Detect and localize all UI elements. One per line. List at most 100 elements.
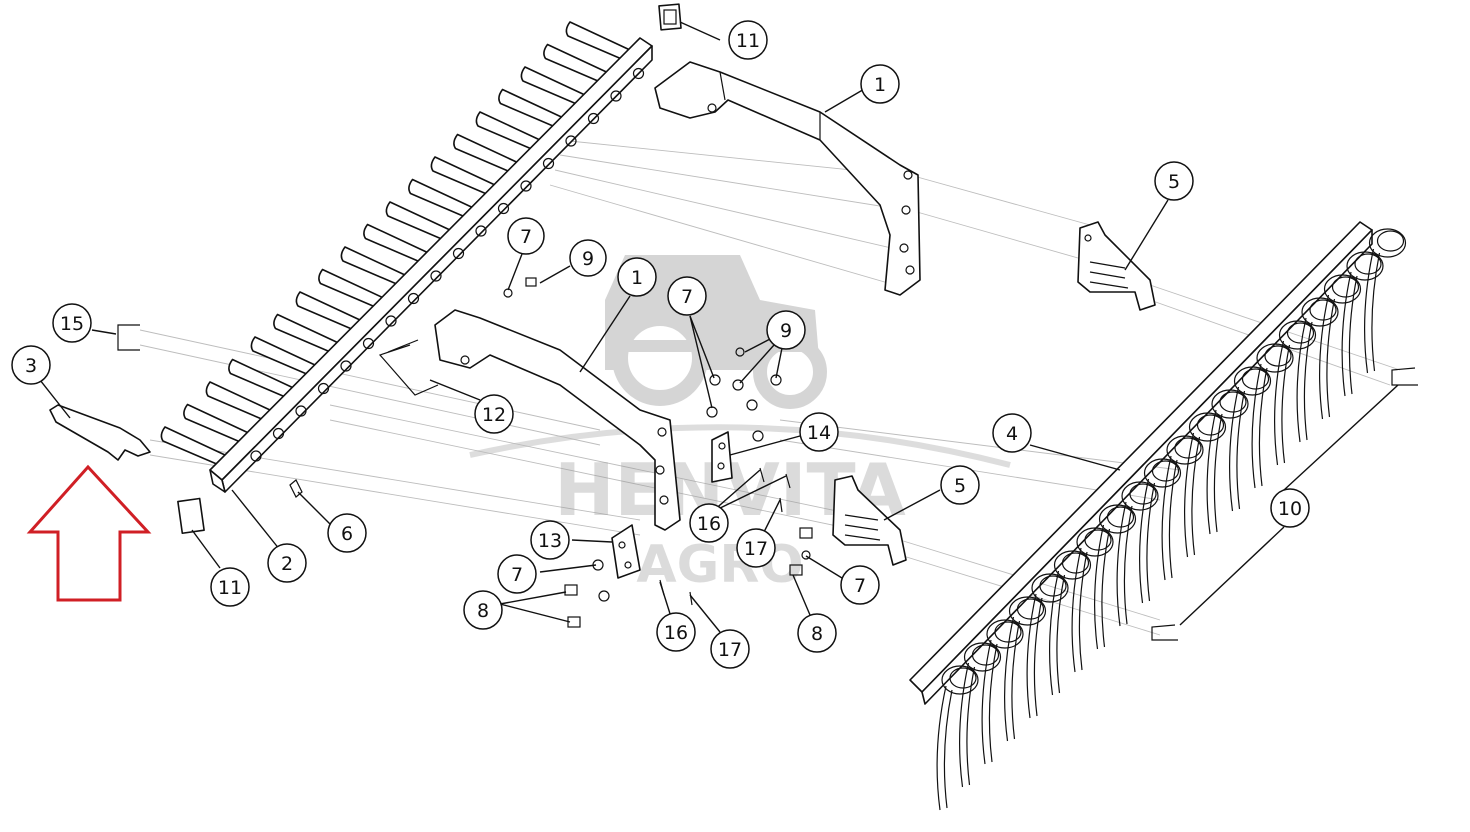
comb-tooth <box>408 178 474 219</box>
spring-tine <box>1319 274 1362 420</box>
callout-16b: 16 <box>656 612 696 652</box>
spring-tine <box>1026 573 1069 719</box>
callout-17a: 17 <box>736 528 776 568</box>
comb-teeth <box>160 21 631 466</box>
comb-tooth <box>295 291 361 331</box>
callout-9a: 9 <box>569 239 607 277</box>
callout-11b: 11 <box>210 567 250 607</box>
callout-number: 13 <box>538 530 562 552</box>
bar-bolt <box>610 90 622 102</box>
callout-8a: 8 <box>463 590 503 630</box>
callout-5a: 5 <box>1154 161 1194 201</box>
callout-number: 15 <box>60 313 84 335</box>
comb-tooth <box>430 156 496 196</box>
callout-circle <box>474 394 514 434</box>
callout-circle <box>992 413 1032 453</box>
callout-circle <box>736 528 776 568</box>
spring-tine <box>1296 297 1339 443</box>
callout-circle <box>11 345 51 385</box>
comb-tooth <box>318 268 384 309</box>
comb-tooth <box>183 403 249 444</box>
callout-number: 14 <box>807 422 831 444</box>
callout-number: 9 <box>780 320 792 342</box>
bar-bolt <box>250 450 262 462</box>
bar-bolt <box>407 292 420 305</box>
callout-circle <box>728 20 768 60</box>
bar-bolt <box>340 360 352 372</box>
callout-number: 9 <box>582 248 594 270</box>
bar-bolt <box>272 427 285 440</box>
comb-tooth <box>543 43 609 84</box>
callout-number: 4 <box>1006 423 1018 445</box>
spring-tine <box>1004 596 1047 742</box>
watermark-swoosh <box>469 424 1011 468</box>
callout-circle <box>766 310 806 350</box>
part-10-pins <box>1151 367 1418 641</box>
callout-number: 8 <box>811 623 823 645</box>
bar-bolt <box>520 180 532 192</box>
callout-14: 14 <box>799 412 839 452</box>
callout-circle <box>689 503 729 543</box>
spring-tine <box>1274 320 1317 466</box>
part-2-tine-bar <box>160 21 653 493</box>
callout-number: 7 <box>511 564 523 586</box>
callout-2: 2 <box>267 543 307 583</box>
spring-tine <box>1206 389 1249 535</box>
callout-number: 12 <box>482 404 506 426</box>
callout-number: 7 <box>681 286 693 308</box>
bar-bolt <box>452 247 465 260</box>
callout-number: 16 <box>697 513 721 535</box>
comb-tooth <box>160 426 226 466</box>
callout-number: 10 <box>1278 498 1302 520</box>
spring-tine <box>1049 550 1092 696</box>
callout-number: 16 <box>664 622 688 644</box>
callout-circle <box>797 613 837 653</box>
callout-number: 6 <box>341 523 353 545</box>
callout-8b: 8 <box>797 613 837 653</box>
part-6-clip <box>289 479 303 498</box>
callout-11a: 11 <box>728 20 768 60</box>
bar-bolt <box>362 337 375 350</box>
callout-number: 7 <box>520 226 532 248</box>
callout-circle <box>507 217 545 255</box>
bar-bolt <box>295 405 307 417</box>
callout-number: 3 <box>25 355 37 377</box>
part-15-u-clip <box>117 324 140 351</box>
spring-tine <box>1116 481 1159 627</box>
callout-circle <box>710 629 750 669</box>
part-5-bracket-upper <box>1077 221 1156 311</box>
bar-bolt <box>632 67 645 80</box>
comb-tooth <box>565 21 631 61</box>
callout-3: 3 <box>11 345 51 385</box>
callout-number: 5 <box>1168 171 1180 193</box>
callout-circle <box>667 276 707 316</box>
comb-tooth <box>453 133 519 174</box>
spring-tine <box>1071 527 1114 673</box>
callout-number: 8 <box>477 600 489 622</box>
callout-number: 1 <box>874 74 886 96</box>
callout-circle <box>327 513 367 553</box>
spring-tine <box>936 665 979 811</box>
bar-bolt <box>497 202 510 215</box>
callout-circle <box>569 239 607 277</box>
callout-4: 4 <box>992 413 1032 453</box>
callout-circle <box>1270 488 1310 528</box>
callout-circle <box>210 567 250 607</box>
callout-circle <box>1154 161 1194 201</box>
callout-17b: 17 <box>710 629 750 669</box>
callout-13: 13 <box>530 520 570 560</box>
spring-tine <box>1094 504 1137 650</box>
callout-circle <box>52 303 92 343</box>
comb-tooth <box>498 88 564 129</box>
callout-10: 10 <box>1270 488 1310 528</box>
bar-bolt <box>565 135 577 147</box>
callout-number: 11 <box>736 30 760 52</box>
comb-tooth <box>273 313 339 354</box>
callout-7c: 7 <box>497 554 537 594</box>
callout-5b: 5 <box>940 465 980 505</box>
comb-tooth <box>520 66 586 106</box>
comb-tooth <box>250 336 316 376</box>
bar-bolt <box>475 225 487 237</box>
